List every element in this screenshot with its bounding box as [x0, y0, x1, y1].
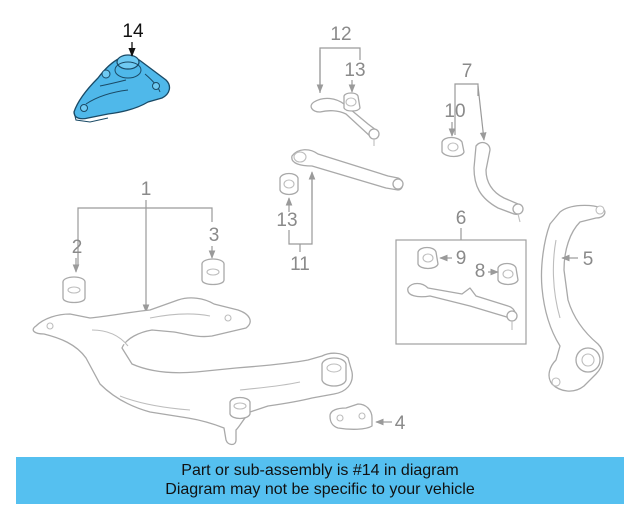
banner-line-1: Part or sub-assembly is #14 in diagram	[181, 462, 459, 479]
front-subframe[interactable]	[32, 297, 353, 446]
callout-13-lower[interactable]: 13	[276, 210, 297, 231]
callout-12[interactable]: 12	[330, 24, 351, 45]
callout-1[interactable]: 1	[141, 179, 152, 200]
bracket-plate[interactable]	[329, 403, 373, 430]
callout-9[interactable]: 9	[456, 248, 467, 269]
bracket-1	[77, 207, 213, 265]
upper-control-arm-rear[interactable]	[310, 92, 380, 146]
callout-10[interactable]: 10	[444, 101, 465, 122]
callout-4[interactable]: 4	[395, 413, 406, 434]
lower-rear-arm[interactable]	[441, 136, 524, 223]
callout-7[interactable]: 7	[462, 61, 473, 82]
callout-3[interactable]: 3	[209, 225, 220, 246]
bushing-3[interactable]	[201, 258, 225, 286]
callout-8[interactable]: 8	[475, 261, 486, 282]
strut-mount-highlighted[interactable]	[73, 54, 171, 123]
upper-control-arm-front[interactable]	[279, 149, 404, 196]
info-banner: Part or sub-assembly is #14 in diagram D…	[16, 457, 624, 504]
steering-knuckle[interactable]	[540, 204, 606, 392]
callout-14[interactable]: 14	[122, 21, 144, 42]
banner-line-2: Diagram may not be specific to your vehi…	[165, 481, 475, 498]
callout-5[interactable]: 5	[583, 249, 594, 270]
callout-6[interactable]: 6	[456, 208, 467, 229]
bushing-2[interactable]	[62, 276, 86, 304]
callout-2[interactable]: 2	[72, 237, 83, 258]
callout-13-upper[interactable]: 13	[344, 60, 365, 81]
callout-11[interactable]: 11	[290, 254, 310, 275]
track-rod-assembly[interactable]	[407, 246, 519, 331]
